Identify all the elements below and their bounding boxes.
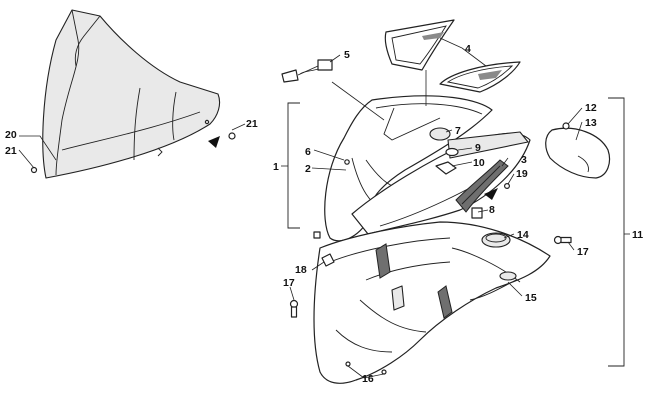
callout-18: 18 (295, 264, 307, 276)
screw (504, 183, 511, 190)
vent-cutout (391, 285, 405, 311)
fastener (345, 361, 351, 367)
callout-20: 20 (5, 129, 17, 141)
callout-13: 13 (585, 117, 597, 129)
windshield-screw-left (30, 166, 38, 174)
callout-16: 16 (362, 373, 374, 385)
arrow-icon (208, 136, 220, 148)
wire-harness (281, 59, 333, 83)
vent-louvre-lower (439, 61, 521, 93)
callout-5: 5 (344, 49, 350, 61)
callout-10: 10 (473, 157, 485, 169)
nose-panel (351, 131, 531, 235)
callout-6: 6 (305, 146, 311, 158)
windshield (42, 9, 221, 179)
callout-21-left: 21 (5, 145, 17, 157)
callout-11: 11 (632, 229, 643, 241)
clip (471, 207, 483, 219)
callout-1: 1 (273, 161, 279, 173)
callout-4: 4 (465, 43, 471, 55)
rubber-grommet (481, 232, 511, 248)
leader-lines (18, 37, 583, 379)
vent-louvre-upper (384, 19, 455, 71)
screw (562, 122, 570, 130)
callout-7: 7 (455, 125, 461, 137)
assembly-bracket-11 (608, 97, 625, 367)
bolt-left (289, 299, 299, 318)
callout-19: 19 (516, 168, 528, 180)
belly-pan (313, 221, 551, 384)
headlight-lens (455, 159, 509, 213)
vent-cutout (437, 285, 453, 319)
windshield-screw-right (204, 119, 236, 140)
side-plate (545, 127, 611, 179)
callout-12: 12 (585, 102, 597, 114)
callout-3: 3 (521, 154, 527, 166)
assembly-bracket-1 (287, 102, 300, 229)
callout-8: 8 (489, 204, 495, 216)
callout-15: 15 (525, 292, 537, 304)
grommet (445, 147, 459, 157)
callout-21-right: 21 (246, 118, 258, 130)
arrow-icon (484, 188, 498, 200)
bolt-right (553, 235, 572, 245)
screw (344, 159, 350, 165)
callout-14: 14 (517, 229, 529, 241)
nut (321, 253, 335, 267)
fastener (381, 369, 387, 375)
callout-17-left: 17 (283, 277, 295, 289)
trim-cap (429, 127, 451, 141)
screw (313, 231, 321, 239)
callout-2: 2 (305, 163, 311, 175)
nut (435, 161, 457, 175)
vent-cutout (375, 243, 391, 279)
callout-9: 9 (475, 142, 481, 154)
mounting-hole (499, 271, 517, 281)
callout-17-right: 17 (577, 246, 589, 258)
